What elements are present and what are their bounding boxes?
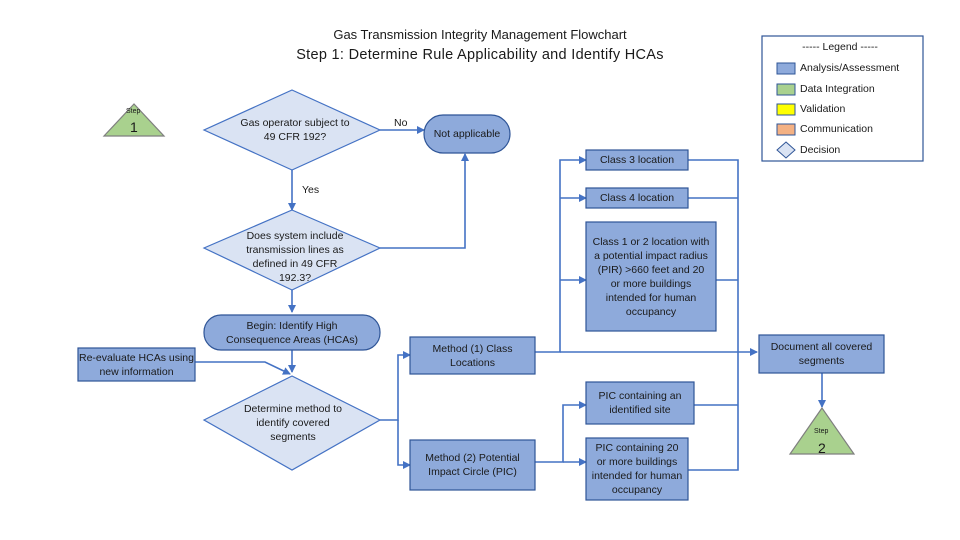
edge-reevaluate bbox=[195, 361, 291, 375]
pic-buildings-shape bbox=[585, 437, 689, 501]
page-subtitle: Step 1: Determine Rule Applicability and… bbox=[296, 47, 664, 63]
step-1-number: 1 bbox=[130, 119, 138, 135]
method1-text: Method (1) Class Locations bbox=[432, 342, 513, 369]
begin-text: Begin: Identify High Consequence Areas (… bbox=[226, 319, 358, 346]
edge-label-no: No bbox=[394, 117, 408, 129]
step-1-label: Step bbox=[126, 108, 141, 115]
edge-method1 bbox=[380, 351, 411, 421]
reevaluate-text: Re-evaluate HCAs using new information bbox=[79, 351, 194, 378]
class4-text: Class 4 location bbox=[599, 192, 675, 204]
step-2-number: 2 bbox=[818, 440, 826, 456]
edge-right-bus bbox=[688, 159, 739, 471]
class12-shape bbox=[585, 221, 717, 332]
method2-shape bbox=[409, 439, 536, 491]
reevaluate-shape bbox=[77, 347, 196, 382]
legend-label-validation: Validation bbox=[800, 103, 846, 115]
method1-shape bbox=[409, 336, 536, 375]
not-applicable-text: Not applicable bbox=[433, 128, 501, 140]
edge-label-yes: Yes bbox=[302, 184, 320, 196]
green-rect-icon bbox=[776, 83, 796, 96]
legend-label-communication: Communication bbox=[800, 123, 873, 135]
class12-text: Class 1 or 2 location with a potential i… bbox=[592, 235, 710, 318]
step-1-triangle-icon bbox=[102, 103, 166, 137]
edge-class3 bbox=[535, 156, 587, 353]
legend-label-integration: Data Integration bbox=[800, 83, 875, 95]
begin-shape bbox=[203, 314, 381, 351]
pic-site-shape bbox=[585, 381, 695, 425]
decision-operator-text: Gas operator subject to 49 CFR 192? bbox=[240, 117, 350, 143]
decision-transmission-shape bbox=[202, 209, 382, 291]
document-shape bbox=[758, 334, 885, 374]
blue-rect-icon bbox=[776, 62, 796, 75]
legend-label-analysis: Analysis/Assessment bbox=[800, 62, 900, 74]
step-2-triangle-icon bbox=[788, 406, 856, 455]
diamond-icon bbox=[776, 141, 796, 159]
orange-rect-icon bbox=[776, 123, 796, 136]
class3-shape bbox=[585, 149, 689, 171]
decision-operator-shape bbox=[202, 89, 382, 171]
edge-method2 bbox=[397, 420, 411, 469]
legend-box bbox=[761, 35, 924, 162]
decision-transmission-text: Does system include transmission lines a… bbox=[246, 230, 344, 284]
connectors bbox=[195, 126, 826, 471]
method2-text: Method (2) Potential Impact Circle (PIC) bbox=[425, 452, 520, 478]
pic-site-text: PIC containing an identified site bbox=[598, 390, 682, 416]
not-applicable-shape bbox=[423, 114, 511, 154]
pic-buildings-text: PIC containing 20 or more buildings inte… bbox=[591, 442, 683, 496]
decision-method-shape bbox=[202, 375, 382, 471]
class3-text: Class 3 location bbox=[599, 154, 675, 166]
document-text: Document all covered segments bbox=[770, 341, 873, 367]
legend-title: ----- Legend ----- bbox=[802, 41, 878, 53]
legend-label-decision: Decision bbox=[800, 144, 841, 156]
edge-pic-site bbox=[535, 401, 587, 463]
page-title: Gas Transmission Integrity Management Fl… bbox=[333, 27, 627, 42]
edge-transmission-no bbox=[380, 153, 469, 249]
class4-shape bbox=[585, 187, 689, 209]
decision-method-text: Determine method to identify covered seg… bbox=[243, 403, 343, 443]
yellow-rect-icon bbox=[776, 103, 796, 116]
step-2-label: Step bbox=[814, 428, 829, 435]
